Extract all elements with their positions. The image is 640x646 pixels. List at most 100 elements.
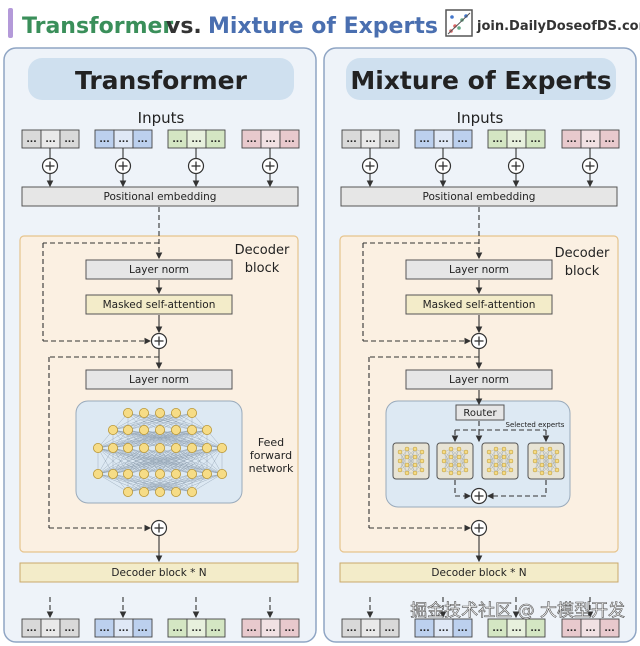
expert-edge [414,456,423,471]
brand-link[interactable]: join.DailyDoseofDS.com [476,19,640,34]
expert-edge [549,460,558,474]
expert-edge [399,448,408,471]
expert-edge [488,456,497,471]
expert-edge [399,451,408,474]
expert-edge [443,451,452,466]
expert-edge [503,451,512,474]
left-ffn-label-2: forward [250,449,292,462]
expert-node [448,446,454,452]
left-input-tokens: .................................... [21,129,300,149]
ffn-node [93,468,104,479]
expert-node [448,470,454,476]
expert-edge [399,451,408,466]
expert-edge [399,448,408,462]
expert-node [547,470,553,476]
expert-node [501,446,507,452]
expert-node [463,458,469,464]
expert-edge [503,448,512,471]
left-out-token-cell [59,618,80,638]
ffn-edge [112,412,161,431]
ffn-node [154,424,165,435]
right-in-token-cell [379,129,400,149]
expert-edge [399,456,408,471]
expert-node [456,446,462,452]
expert-node [501,462,507,468]
expert-node [463,467,469,473]
expert-edge [534,448,543,462]
expert-node [493,446,499,452]
ffn-edge [159,412,193,431]
right-decoder-label-2: block [565,264,600,279]
left-out-token-dots: ... [191,624,201,634]
left-plus-row [41,157,279,175]
left-out-token-dots: ... [246,624,256,634]
expert-edge [414,451,423,466]
expert-node [493,462,499,468]
ffn-edge [112,412,177,431]
ffn-edge [159,447,193,475]
expert-node [448,462,454,468]
expert-edge [406,448,416,466]
ffn-node [138,407,149,418]
ffn-edge [175,429,208,449]
expert-edge [534,460,543,474]
ffn-node [154,407,165,418]
left-out-token-dots: ... [210,624,220,634]
ffn-node [186,468,197,479]
expert-edge [488,451,497,466]
right-out-token-cell [379,618,400,638]
left-in-token-dots: ... [191,135,201,145]
expert-4 [527,442,565,480]
ffn-node [108,424,119,435]
right-out-token-dots: ... [384,624,394,634]
router-label: Router [463,408,497,419]
experts-group [392,442,565,480]
ffn-edge [97,447,208,475]
expert-node [456,470,462,476]
right-add-1-icon [470,332,488,350]
ffn-edge [191,447,223,475]
expert-edge [488,448,497,462]
left-out-token-cell [132,618,153,638]
right-heading-box [346,58,616,100]
left-in-token-dots: ... [45,135,55,145]
right-out-token-dots: ... [346,624,356,634]
right-in-token-dots: ... [604,135,614,145]
left-in-token-dots: ... [26,135,36,145]
left-in-token-dots: ... [64,135,74,145]
expert-edge [549,451,558,474]
ffn-edge [191,473,223,493]
left-out-token-dots: ... [118,624,128,634]
expert-node [532,458,538,464]
ffn-node [123,468,134,479]
expert-2 [436,442,474,480]
expert-node [412,462,418,468]
right-attention: Masked self-attention [423,299,536,311]
ffn-node [170,468,181,479]
expert-node [412,446,418,452]
left-output-tokens: .................................... [21,618,300,638]
ffn-node [186,442,197,453]
ffn-node [170,424,181,435]
right-in-token-dots: ... [419,135,429,145]
ffn-edge [97,473,129,493]
expert-node [539,470,545,476]
expert-edge [495,448,505,466]
ffn-edge [97,447,223,475]
ffn-edge [175,447,223,475]
right-out-token-dots: ... [438,624,448,634]
left-in-token-cell [279,129,300,149]
left-plus-icon [114,157,132,175]
expert-node [539,462,545,468]
right-heading: Mixture of Experts [350,66,611,95]
left-in-token-dots: ... [265,135,275,145]
expert-edge [458,451,467,474]
ffn-node [186,424,197,435]
expert-edge [458,460,467,474]
left-decoder-n-box [19,562,299,583]
expert-edge [414,460,423,474]
ffn-node [138,486,149,497]
ffn-node [170,407,181,418]
expert-edge [443,456,452,471]
right-inputs-label: Inputs [457,109,504,127]
